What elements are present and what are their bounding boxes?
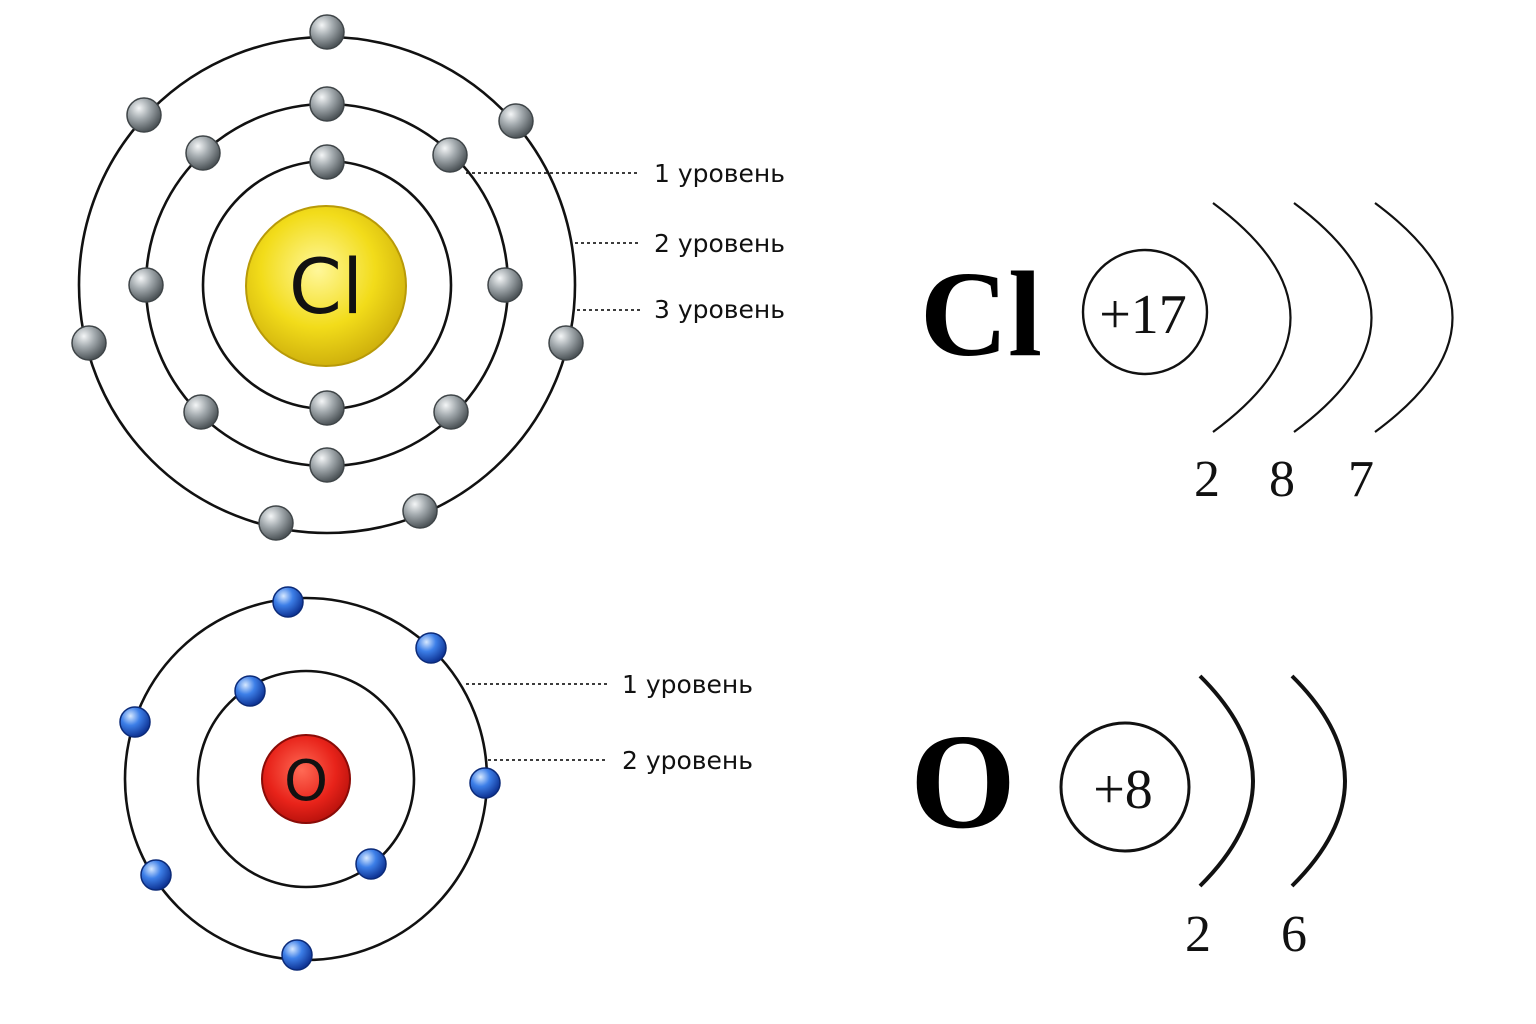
chlorine-nucleus [245, 205, 407, 367]
electron [548, 325, 584, 361]
chlorine-electrons-level-3 [71, 14, 584, 541]
chlorine-level-2-label: 2 уровень [654, 229, 785, 258]
oxygen-level-callouts: 1 уровень 2 уровень [466, 670, 753, 775]
oxygen-level-2-label: 2 уровень [622, 746, 753, 775]
electron [433, 394, 469, 430]
oxygen-shell-count-1: 2 [1185, 906, 1211, 963]
oxygen-level-1-label: 1 уровень [622, 670, 753, 699]
electron [71, 325, 107, 361]
chlorine-shell-arc-1 [1212, 202, 1292, 433]
electron [128, 267, 164, 303]
electron [355, 848, 387, 880]
oxygen-orbit-1 [196, 669, 416, 889]
chlorine-charge-circle [1081, 248, 1209, 376]
oxygen-shell-count-2: 6 [1281, 906, 1307, 963]
electron [234, 675, 266, 707]
electron [469, 767, 501, 799]
chlorine-electrons-level-2 [128, 86, 523, 483]
electron [415, 632, 447, 664]
electron [498, 103, 534, 139]
chlorine-nuclear-charge: +17 [1099, 284, 1187, 346]
chlorine-level-3-label: 3 уровень [654, 295, 785, 324]
electron [402, 493, 438, 529]
electron [183, 394, 219, 430]
chlorine-shell-count-2: 8 [1269, 451, 1295, 508]
chlorine-bohr-model: Cl 1 уровень 2 уро [71, 14, 785, 541]
electron [309, 447, 345, 483]
oxygen-nuclear-charge: +8 [1093, 759, 1153, 821]
chlorine-shell-arc-2 [1293, 202, 1373, 433]
oxygen-shell-arc-1 [1198, 674, 1255, 888]
oxygen-nucleus-label: O [284, 749, 328, 814]
electron [185, 135, 221, 171]
electron [432, 137, 468, 173]
chlorine-nucleus-label: Cl [289, 242, 363, 331]
electron [309, 144, 345, 180]
oxygen-electrons-level-2 [119, 586, 501, 971]
oxygen-charge-circle [1059, 721, 1191, 853]
chlorine-symbol: Cl [920, 247, 1042, 382]
electron [272, 586, 304, 618]
electron [487, 267, 523, 303]
oxygen-bohr-model: O 1 уровень 2 уровень [119, 586, 753, 971]
electron [126, 97, 162, 133]
oxygen-symbol: O [910, 707, 1016, 857]
electron [309, 390, 345, 426]
electron [119, 706, 151, 738]
chlorine-level-1-label: 1 уровень [654, 159, 785, 188]
chlorine-shell-count-1: 2 [1194, 451, 1220, 508]
oxygen-shell-scheme: O +8 2 6 [910, 674, 1347, 963]
chlorine-electrons-level-1 [309, 144, 345, 426]
oxygen-electrons-level-1 [234, 675, 387, 880]
electron [140, 859, 172, 891]
chlorine-shell-scheme: Cl +17 2 8 7 [920, 202, 1454, 508]
electron [309, 86, 345, 122]
oxygen-nucleus [261, 734, 351, 824]
oxygen-shell-arc-2 [1290, 674, 1347, 888]
electron [258, 505, 294, 541]
chlorine-shell-count-3: 7 [1348, 451, 1374, 508]
chlorine-shell-arc-3 [1374, 202, 1454, 433]
electron [309, 14, 345, 50]
electron [281, 939, 313, 971]
chlorine-level-callouts: 1 уровень 2 уровень 3 уровень [466, 159, 785, 324]
